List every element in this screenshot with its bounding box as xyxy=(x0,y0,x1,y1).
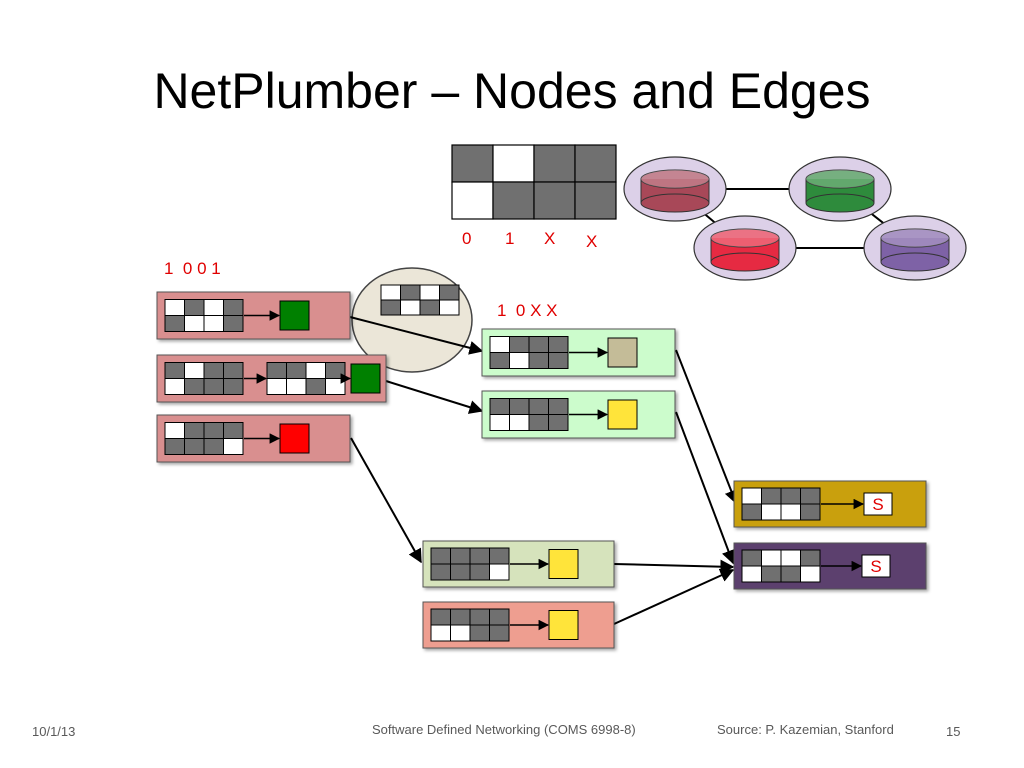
sink-node-purple: S xyxy=(733,542,927,590)
action-box xyxy=(607,399,638,430)
match-pattern xyxy=(741,487,821,521)
legend-bit-2: X xyxy=(544,229,556,248)
output-header-label: 1 0 X X xyxy=(497,301,558,320)
match-pattern xyxy=(266,362,346,395)
rule-node-in3 xyxy=(156,414,351,463)
edge-mid1-sink2 xyxy=(613,559,735,574)
sink-node-gold: S xyxy=(733,480,927,528)
match-pattern xyxy=(430,547,510,581)
sink-marker xyxy=(863,492,893,516)
legend-bit-grid xyxy=(451,144,617,220)
router-green xyxy=(788,156,892,222)
footer-page-number: 15 xyxy=(946,724,961,739)
rule-node-in2 xyxy=(156,354,387,403)
legend-bit-0: 0 xyxy=(462,229,472,248)
match-pattern xyxy=(164,422,244,455)
router-darkred xyxy=(623,156,727,222)
input-header-label: 1 0 0 1 xyxy=(164,259,221,278)
rule-node-mid1 xyxy=(422,540,615,588)
legend-bit-pattern xyxy=(451,144,617,220)
sink-marker xyxy=(861,554,891,578)
sink-label: S xyxy=(872,495,883,514)
action-box xyxy=(548,549,579,579)
match-pattern xyxy=(741,549,821,583)
match-pattern xyxy=(430,608,510,642)
rule-node-out2 xyxy=(481,390,676,439)
rule-node-in1 xyxy=(156,291,351,340)
edge-out1-sink1 xyxy=(675,349,738,505)
network-topology xyxy=(623,156,967,281)
edge-in2-out2 xyxy=(385,380,484,414)
router-red xyxy=(693,215,797,281)
edge-mid2-sink2 xyxy=(613,568,735,625)
router-purple xyxy=(863,215,967,281)
rule-node-out1 xyxy=(481,328,676,377)
slide-title: NetPlumber – Nodes and Edges xyxy=(153,63,871,119)
action-box xyxy=(279,423,310,454)
edge-out2-sink2 xyxy=(675,411,736,565)
footer-date: 10/1/13 xyxy=(32,724,76,739)
pipe-edges xyxy=(349,316,738,625)
ellipse-pattern xyxy=(380,284,460,316)
sink-label: S xyxy=(870,557,881,576)
edge-in1-out1 xyxy=(349,316,484,355)
match-pattern xyxy=(164,362,244,395)
match-pattern xyxy=(164,299,244,332)
footer-source: Source: P. Kazemian, Stanford xyxy=(717,722,894,737)
action-box xyxy=(548,610,579,640)
rule-nodes: SS xyxy=(156,291,927,649)
footer-course: Software Defined Networking (COMS 6998-8… xyxy=(372,722,636,737)
action-box xyxy=(279,300,310,331)
match-pattern xyxy=(489,398,569,431)
match-pattern xyxy=(489,336,569,369)
wildcard-pattern xyxy=(380,284,460,316)
legend-bit-3: X xyxy=(586,232,598,251)
rule-node-mid2 xyxy=(422,601,615,649)
action-box xyxy=(607,337,638,368)
edge-in3-mid1 xyxy=(350,437,422,564)
legend-bit-1: 1 xyxy=(505,229,515,248)
action-box xyxy=(350,363,381,394)
